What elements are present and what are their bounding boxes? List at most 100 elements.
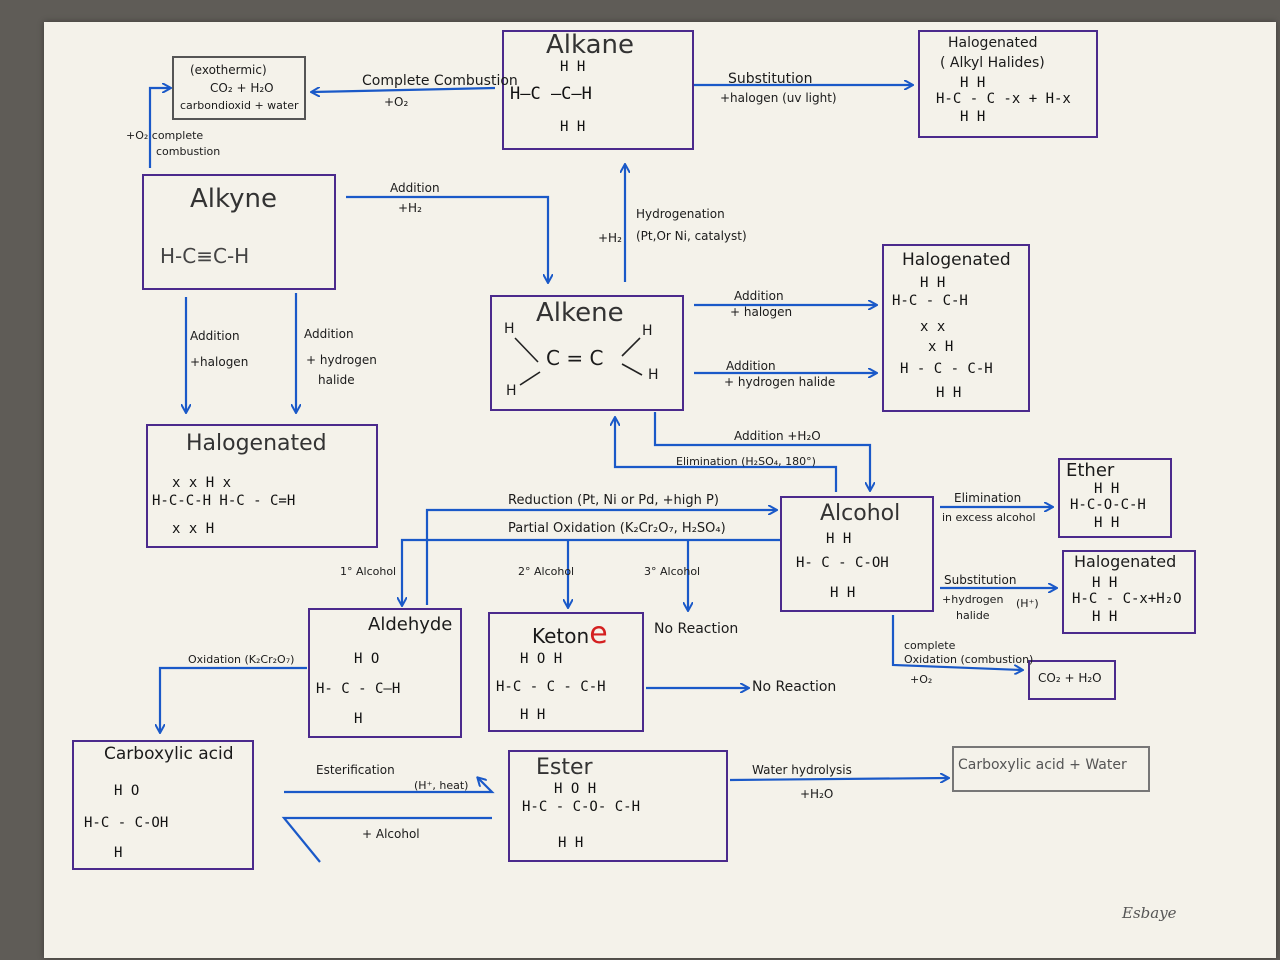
halogenated-alcohol-f3: H H	[1092, 609, 1118, 625]
label-addition-r2: Addition	[726, 359, 776, 373]
ketone-title-b: e	[589, 616, 608, 651]
halogenated-alkyne-f2: H-C-C-H H-C - C=H	[152, 493, 296, 509]
label-halide-b: halide	[956, 609, 990, 622]
ester-f3: H H	[558, 835, 584, 851]
arrow-alkyne-to-alkene	[346, 195, 548, 282]
arrow-alkyne-to-combustion	[148, 88, 170, 168]
aldehyde-title: Aldehyde	[368, 614, 453, 635]
ketone-f2: H-C - C - C-H	[496, 679, 606, 695]
label-hydrogenation: Hydrogenation	[636, 207, 725, 221]
label-esterification: Esterification	[316, 763, 395, 777]
label-addition-h2: Addition	[390, 181, 440, 195]
combustion-top-line1: (exothermic)	[190, 63, 267, 77]
aldehyde-f1: H O	[354, 651, 380, 667]
ketone-box	[488, 612, 644, 732]
ketone-title-a: Keton	[532, 624, 590, 648]
carboxylic-f2: H-C - C-OH	[84, 815, 169, 831]
label-secondary: 2° Alcohol	[518, 565, 575, 578]
label-plus-alcohol: + Alcohol	[362, 827, 420, 841]
label-addition-h2o: Addition +H₂O	[734, 429, 821, 443]
alkene-h-tl: H	[504, 321, 515, 337]
label-no-reaction-2: No Reaction	[752, 679, 837, 695]
arrow-aldehyde-to-alcohol	[425, 510, 776, 605]
alcohol-box	[780, 496, 934, 612]
label-substitution-b: Substitution	[944, 573, 1017, 587]
alkene-bond-tr	[621, 337, 641, 357]
label-hydrogen-halide-l: + hydrogen	[306, 353, 377, 367]
label-h2o: +H₂O	[800, 787, 834, 801]
alkyne-formula: H-C≡C-H	[160, 244, 250, 268]
label-halogen-r1: + halogen	[730, 305, 793, 319]
label-addition-l2: Addition	[304, 327, 354, 341]
alcohol-f2: H- C - C-OH	[796, 555, 889, 571]
label-addition-l1: Addition	[190, 329, 240, 343]
alkane-formula-top: H H	[560, 59, 586, 75]
arrow-alcohol-combustion	[891, 615, 1022, 670]
arrow-carboxylic-water	[729, 778, 948, 780]
label-combustion-left: combustion	[156, 145, 221, 158]
ether-f1: H H	[1094, 481, 1120, 497]
halogenated-alkyl-f2: H-C - C -x + H-x	[936, 91, 1071, 107]
halogenated-alkene-f2: H-C - C-H	[892, 293, 968, 309]
ketone-f1: H O H	[520, 651, 563, 667]
label-o2-left: +O₂ complete	[126, 129, 204, 142]
arrow-ester-to-carboxylic	[281, 816, 492, 863]
combustion-top-line2: CO₂ + H₂O	[210, 81, 274, 95]
halogenated-alkyl-f3: H H	[960, 109, 986, 125]
label-addition-r1: Addition	[734, 289, 784, 303]
label-h-plus: (H⁺)	[1016, 597, 1039, 610]
halogenated-alkyl-f1: H H	[960, 75, 986, 91]
alcohol-title: Alcohol	[820, 501, 901, 526]
halogenated-alcohol-f2: H-C - C-x+H₂O	[1072, 591, 1182, 607]
alcohol-f1: H H	[826, 531, 852, 547]
label-water-hydrolysis: Water hydrolysis	[752, 763, 852, 777]
carboxylic-box	[72, 740, 254, 870]
poster-paper	[44, 22, 1276, 958]
label-hydrogen-b: +hydrogen	[942, 593, 1004, 606]
label-reduction: Reduction (Pt, Ni or Pd, +high P)	[508, 493, 719, 508]
halogenated-alkyl-title: Halogenated	[948, 35, 1038, 51]
halogenated-alcohol-box	[1062, 550, 1196, 634]
halogenated-alkene-f6: H H	[936, 385, 962, 401]
alkane-formula-bottom: H H	[560, 119, 586, 135]
label-tertiary: 3° Alcohol	[644, 565, 701, 578]
aldehyde-box	[308, 608, 462, 738]
label-elimination: Elimination (H₂SO₄, 180°)	[676, 455, 816, 468]
halogenated-alcohol-title: Halogenated	[1074, 552, 1177, 571]
carboxylic-title: Carboxylic acid	[104, 744, 234, 764]
arrow-esterification	[284, 778, 495, 794]
label-substitution-top: Substitution	[728, 71, 813, 87]
label-oxidation-comb: Oxidation (combustion)	[904, 653, 1034, 666]
ester-f2: H-C - C-O- C-H	[522, 799, 641, 815]
label-hydrogen-halide-r: + hydrogen halide	[724, 375, 836, 389]
halogenated-alkene-f1: H H	[920, 275, 946, 291]
alkene-bond-br	[621, 363, 643, 376]
halogenated-alkyl-subtitle: ( Alkyl Halides)	[940, 55, 1045, 71]
label-complete-ox: complete	[904, 639, 956, 652]
carboxylic-f1: H O	[114, 783, 140, 799]
ether-f3: H H	[1094, 515, 1120, 531]
arrow-alcohol-to-aldehyde	[402, 538, 782, 605]
label-oxidation: Oxidation (K₂Cr₂O₇)	[188, 653, 295, 666]
carboxylic-water-text: Carboxylic acid + Water	[958, 757, 1127, 773]
ester-box	[508, 750, 728, 862]
label-partial-oxidation: Partial Oxidation (K₂Cr₂O₇, H₂SO₄)	[508, 521, 726, 536]
signature: Esbaye	[1122, 904, 1177, 922]
halogenated-alkyne-f1: x x H x	[172, 475, 232, 491]
ketone-f3: H H	[520, 707, 546, 723]
halogenated-alkene-box	[882, 244, 1030, 412]
label-h2-a: +H₂	[398, 201, 422, 215]
arrow-alkane-to-combustion	[312, 88, 496, 92]
alcohol-f3: H H	[830, 585, 856, 601]
arrow-alkene-to-alcohol	[653, 412, 870, 490]
label-o2-top: +O₂	[384, 95, 409, 109]
halogenated-alkene-f5: H - C - C-H	[900, 361, 993, 377]
label-h-heat: (H⁺, heat)	[414, 779, 469, 792]
carboxylic-water-box	[952, 746, 1150, 792]
halogenated-alkyne-box	[146, 424, 378, 548]
combustion-top-box	[172, 56, 306, 120]
label-primary: 1° Alcohol	[340, 565, 397, 578]
alkane-box	[502, 30, 694, 150]
